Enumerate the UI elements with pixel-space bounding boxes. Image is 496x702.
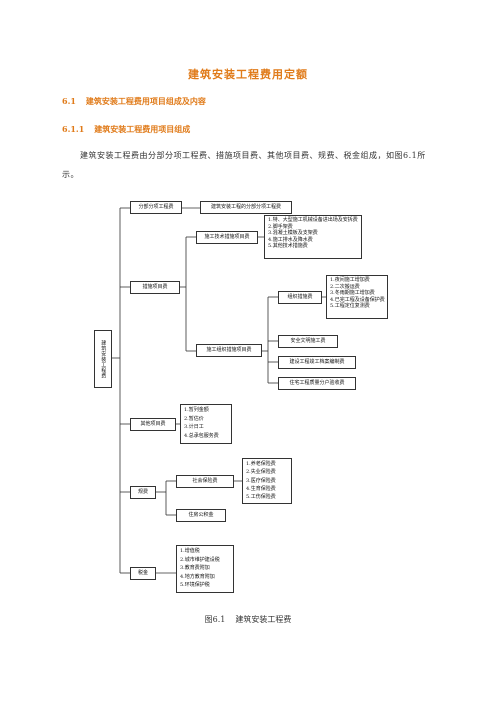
social-item: 1.养老保险费 [246,461,276,467]
other-item: 2.暂估价 [184,415,204,422]
other-item: 3.计日工 [184,424,204,430]
tech-item: 5.其他技术措施费 [268,243,308,249]
guifei-box: 规费 [130,486,156,499]
other-fee-box: 其他项目费 [130,418,176,431]
social-item: 4.生育保险费 [246,485,276,492]
housing-fund-box: 住房公积金 [176,509,226,522]
figure-caption: 图6.1 建筑安装工程费 [0,614,496,625]
diagram-root-box: 建筑安装工程费 [94,330,112,388]
section-number: 6.1 [62,96,76,106]
org-group-box: 组织措施费 [278,291,322,304]
subsection-heading: 6.1.1 建筑安装工程费用项目组成 [62,124,190,135]
figure-number: 图6.1 [204,615,226,624]
tech-item: 3.混凝土模板及支架费 [268,230,318,236]
tax-item: 1.增值税 [180,548,200,554]
org-items-box: 1.夜间施工增加费 2.二次搬运费 3.冬雨期施工增加费 4.已完工程及设备保护… [326,275,388,319]
fenbu-box: 分部分项工程费 [130,201,182,214]
tax-item: 5.环境保护税 [180,582,210,589]
org-measure-box: 施工组织措施项目费 [196,344,262,357]
fenbu-desc-box: 建筑安装工程的分部分项工程费 [200,201,292,214]
section-heading: 6.1 建筑安装工程费用项目组成及内容 [62,96,206,107]
figure-caption-text: 建筑安装工程费 [235,615,292,624]
tax-items-box: 1.增值税 2.城市维护建设税 3.教育费附加 4.地方教育附加 5.环境保护税 [176,545,234,593]
document-title: 建筑安装工程费用定额 [188,68,308,81]
tax-item: 4.地方教育附加 [180,573,215,580]
house-inspection-fee-box: 住宅工程质量分户验收费 [278,377,356,390]
social-item: 3.医疗保险费 [246,477,276,484]
social-item: 2.失业保险费 [246,469,276,476]
social-item: 5.工伤保险费 [246,494,276,501]
safety-fee-box: 安全文明施工费 [278,335,338,348]
subsection-text: 建筑安装工程费用项目组成 [94,124,191,134]
tech-items-box: 1.特、大型施工机械设备进出场及安拆费 2.脚手架费 3.混凝土模板及支架费 4… [264,215,362,259]
org-item: 3.冬雨期施工增加费 [330,290,375,296]
org-item: 4.已完工程及设备保护费 [330,296,385,303]
other-items-box: 1.暂列金额 2.暂估价 3.计日工 4.总承包服务费 [180,404,232,444]
tax-box: 税金 [130,567,156,580]
section-text: 建筑安装工程费用项目组成及内容 [85,96,206,106]
social-insurance-box: 社会保险费 [176,475,234,488]
org-item: 5.工程定位复测费 [330,303,370,309]
tech-item: 2.脚手架费 [268,223,293,230]
tax-item: 3.教育费附加 [180,565,210,572]
org-item: 1.夜间施工增加费 [330,277,370,283]
other-item: 1.暂列金额 [184,407,209,413]
tech-item: 4.施工排水及降水费 [268,236,313,243]
cuoshi-box: 措施项目费 [130,281,180,294]
tax-item: 2.城市维护建设税 [180,556,220,563]
subsection-number: 6.1.1 [62,124,85,134]
body-paragraph: 建筑安装工程费由分部分项工程费、措施项目费、其他项目费、规费、税金组成，如图6.… [62,151,426,179]
social-items-box: 1.养老保险费 2.失业保险费 3.医疗保险费 4.生育保险费 5.工伤保险费 [242,458,292,504]
other-item: 4.总承包服务费 [184,432,219,439]
archive-fee-box: 建设工程竣工档案编制费 [278,356,356,369]
tech-item: 1.特、大型施工机械设备进出场及安拆费 [268,217,358,223]
org-item: 2.二次搬运费 [330,283,360,290]
tech-measure-box: 施工技术措施项目费 [196,231,258,244]
